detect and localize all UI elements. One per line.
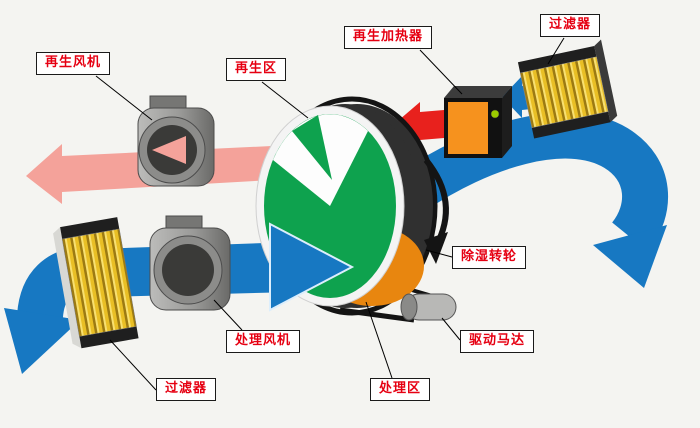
label-process-fan: 处理风机 (226, 330, 301, 353)
leader-line (441, 317, 461, 341)
process-air-outlet-arrow (399, 112, 669, 288)
filter-bottom (53, 217, 139, 349)
leader-lines (95, 37, 565, 391)
leader-line (425, 249, 453, 258)
process-air-wheel-arrowhead (269, 222, 355, 312)
leader-line (365, 301, 393, 379)
label-regen-zone: 再生区 (226, 58, 287, 81)
label-regen-heater: 再生加热器 (344, 26, 433, 49)
regen-sector-notch (292, 115, 332, 180)
leader-line (547, 37, 565, 65)
label-regen-fan: 再生风机 (36, 52, 111, 75)
fan-inlet-opening (162, 244, 214, 296)
label-drive-motor: 驱动马达 (460, 330, 535, 353)
process-fan (149, 215, 231, 311)
exhaust-arrowhead-in-fan (152, 136, 186, 164)
drive-motor (400, 293, 457, 321)
rotation-direction-arrow (423, 158, 449, 264)
label-filter-top: 过滤器 (540, 14, 601, 37)
label-filter-bottom: 过滤器 (156, 378, 217, 401)
leader-line (213, 299, 243, 331)
leader-line (95, 75, 153, 121)
regen-heater (444, 86, 512, 158)
label-process-zone: 处理区 (370, 378, 431, 401)
heater-indicator-light (490, 109, 500, 119)
filter-top (517, 39, 618, 139)
leader-line (419, 49, 463, 95)
label-dehumid-wheel: 除湿转轮 (452, 246, 527, 269)
leader-line (261, 81, 309, 119)
leader-line (109, 339, 157, 391)
regen-fan (137, 95, 215, 187)
